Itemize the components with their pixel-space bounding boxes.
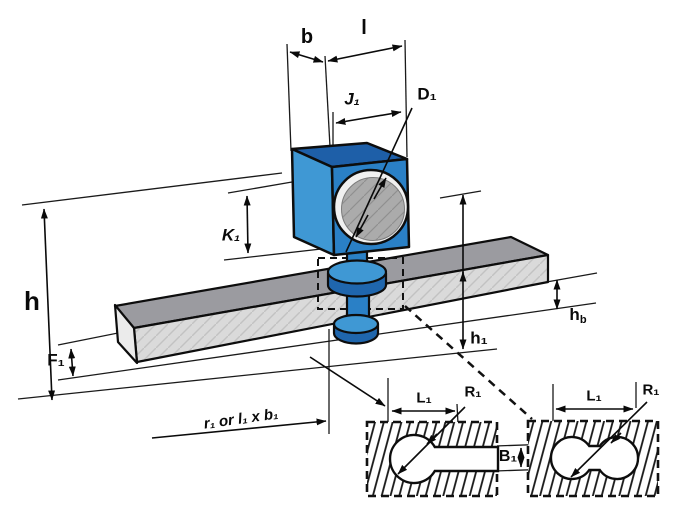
dim-label-f1: F₁ [47,350,65,370]
dim-label-r1-right: R₁ [642,381,660,399]
upper-flange [326,259,388,298]
dim-j1 [335,110,402,125]
dim-k1 [243,195,252,254]
mounting-shaft [326,247,388,345]
bottom-flange [332,313,380,345]
dim-label-h: h [24,286,40,316]
dim-label-l: l [361,17,367,39]
dim-b [289,51,324,63]
dim-r1-left-detail [397,406,466,475]
dim-label-d1: D₁ [417,84,437,104]
detail-leader-solid [309,356,386,407]
dim-label-b1: B₁ [498,448,518,465]
dim-label-l1-left: L₁ [416,389,432,407]
dim-d1 [345,107,413,253]
dim-label-hb: hb [569,304,587,327]
dim-r1-right-detail [570,401,648,478]
roller-wheel [332,168,410,246]
dim-label-h1: h₁ [470,328,488,348]
dim-r1 [151,418,327,439]
dim-label-r1-left: R₁ [464,383,482,401]
dim-h [40,208,56,401]
dimension-lines [40,44,648,478]
dim-label-b: b [300,26,314,48]
dim-label-l1-right: L₁ [586,387,602,405]
detail-view-right [526,419,660,498]
detail-leader-dashed [404,305,533,420]
extension-lines [17,39,637,472]
dim-label-k1: K₁ [221,225,241,245]
dim-f1 [68,348,76,377]
slot-profile-round [388,433,500,485]
dim-label-j1: J₁ [344,89,360,109]
dim-l [327,44,403,63]
detail-view-left [365,420,500,498]
